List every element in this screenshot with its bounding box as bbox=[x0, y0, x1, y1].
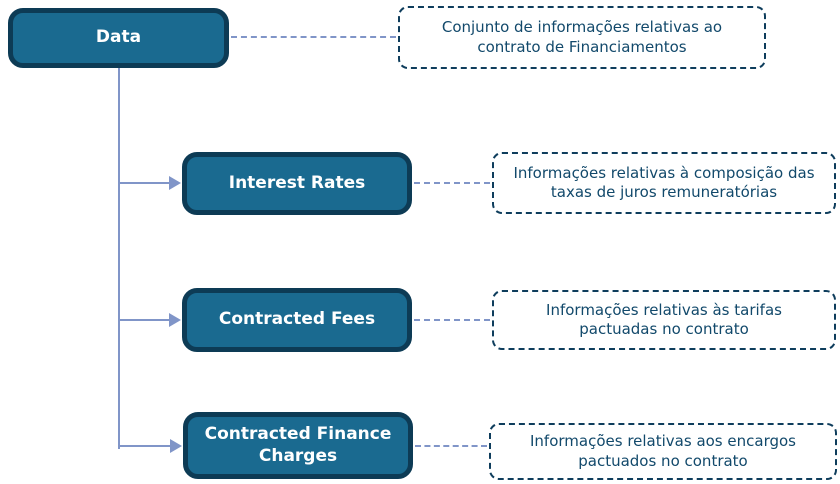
note-contracted-finance-charges: Informações relativas aos encargos pactu… bbox=[489, 423, 837, 480]
node-data-label: Data bbox=[95, 27, 142, 48]
branch-line-contracted-finance-charges bbox=[118, 445, 171, 447]
note-data: Conjunto de informações relativas ao con… bbox=[398, 6, 766, 69]
note-contracted-fees: Informações relativas às tarifas pactuad… bbox=[492, 290, 836, 350]
branch-line-interest-rates bbox=[118, 182, 170, 184]
note-data-text: Conjunto de informações relativas ao con… bbox=[441, 18, 723, 56]
node-interest-rates-label: Interest Rates bbox=[228, 172, 366, 193]
node-data: Data bbox=[8, 8, 229, 68]
dashed-link-contracted-finance-charges-note bbox=[415, 445, 487, 447]
node-contracted-fees-label: Contracted Fees bbox=[218, 309, 376, 330]
dashed-link-contracted-fees-note bbox=[414, 319, 490, 321]
tree-trunk-line bbox=[118, 67, 120, 449]
note-contracted-fees-text: Informações relativas às tarifas pactuad… bbox=[546, 300, 782, 339]
node-contracted-finance-charges-label: Contracted Finance Charges bbox=[204, 424, 392, 466]
dashed-link-interest-rates-note bbox=[414, 182, 490, 184]
node-contracted-finance-charges: Contracted Finance Charges bbox=[183, 412, 413, 479]
note-contracted-finance-charges-text: Informações relativas aos encargos pactu… bbox=[529, 432, 796, 470]
dashed-link-data-note bbox=[231, 36, 396, 38]
branch-line-contracted-fees bbox=[118, 319, 170, 321]
node-interest-rates: Interest Rates bbox=[182, 152, 412, 215]
arrow-right-icon bbox=[169, 176, 181, 190]
note-interest-rates: Informações relativas à composição das t… bbox=[492, 152, 836, 214]
note-interest-rates-text: Informações relativas à composição das t… bbox=[513, 163, 815, 202]
node-contracted-fees: Contracted Fees bbox=[182, 288, 412, 352]
arrow-right-icon bbox=[170, 439, 182, 453]
arrow-right-icon bbox=[169, 313, 181, 327]
